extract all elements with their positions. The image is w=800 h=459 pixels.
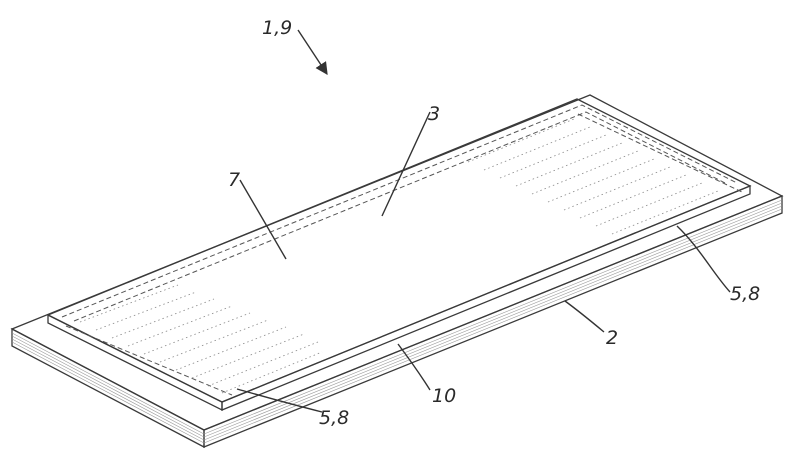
label-base: 2 bbox=[606, 327, 618, 349]
label-cover: 3 bbox=[428, 103, 440, 125]
leader-lines bbox=[236, 29, 731, 413]
base-side-striations bbox=[11, 199, 783, 444]
seal-region-right bbox=[467, 118, 719, 235]
label-edge: 10 bbox=[432, 385, 456, 407]
seal-left-leader bbox=[236, 388, 323, 413]
assembly-arrow bbox=[297, 29, 328, 76]
label-seal-right: 5,8 bbox=[730, 283, 760, 305]
reference-labels: 1,9 3 7 5,8 2 5,8 10 bbox=[228, 17, 760, 429]
hidden-seal-frame bbox=[61, 104, 743, 396]
label-layer: 7 bbox=[228, 169, 240, 191]
seal-region-left bbox=[79, 284, 323, 394]
edge-leader bbox=[397, 343, 431, 391]
cover-panel bbox=[46, 98, 752, 412]
base-plate bbox=[10, 94, 784, 449]
label-assembly: 1,9 bbox=[262, 17, 292, 39]
layer-leader bbox=[239, 179, 287, 260]
label-seal-left: 5,8 bbox=[319, 407, 349, 429]
base-leader bbox=[564, 300, 605, 333]
seal-right-leader bbox=[676, 225, 731, 293]
cover-leader bbox=[381, 111, 431, 217]
